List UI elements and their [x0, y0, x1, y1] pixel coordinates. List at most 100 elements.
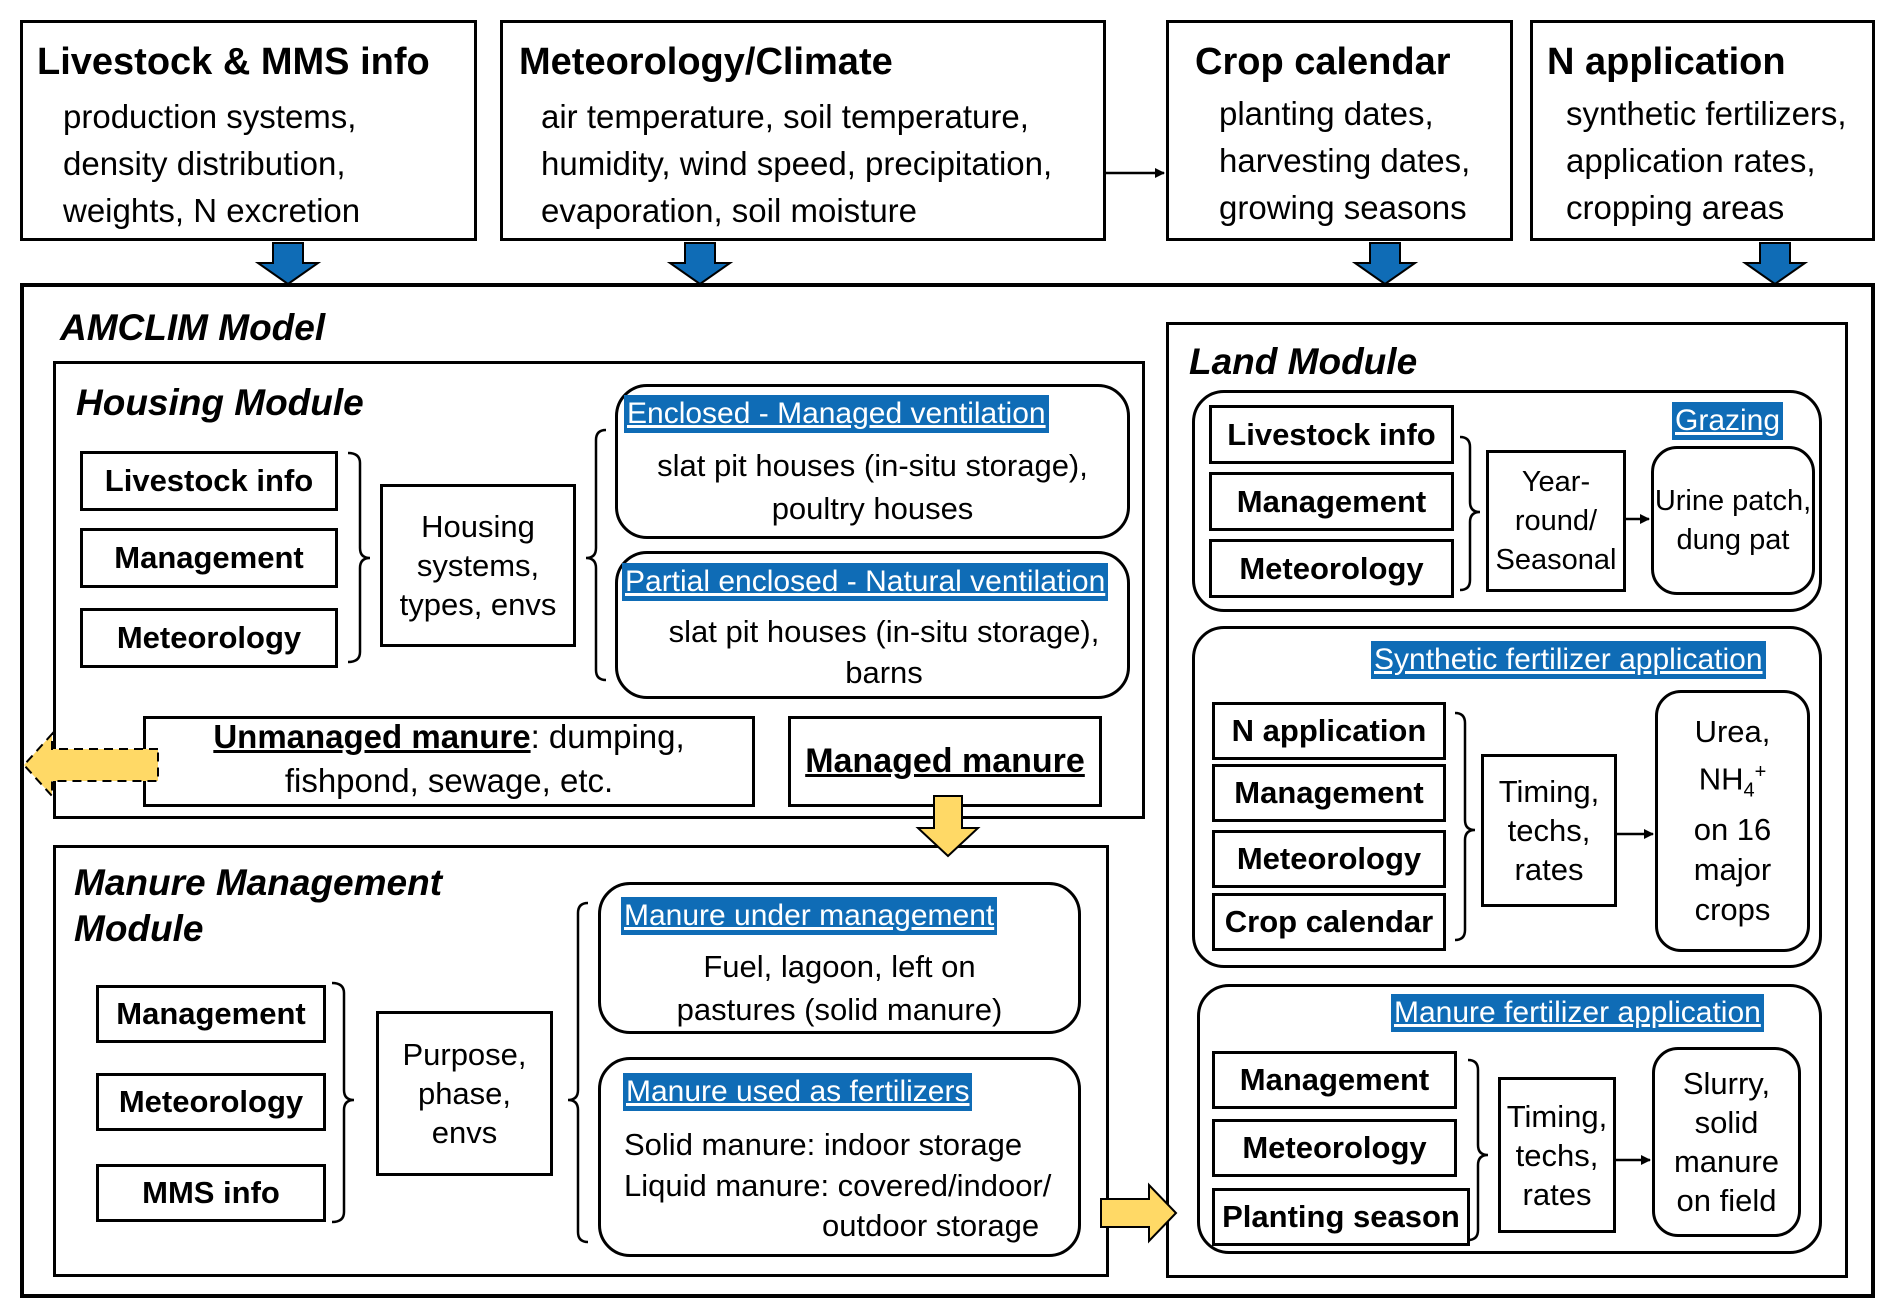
input-line: density distribution, [63, 145, 346, 182]
urea-box: Urea, NH4+ on 16 major crops [1655, 690, 1810, 952]
out-line: Slurry, [1682, 1066, 1771, 1101]
grazing-input-livestock: Livestock info [1209, 405, 1454, 464]
fert-line: outdoor storage [822, 1208, 1040, 1243]
out-line: major [1693, 852, 1772, 888]
mms-input-mms-info: MMS info [96, 1164, 326, 1222]
grazing-label: Grazing [1672, 402, 1784, 440]
manure-fert-label: Manure used as fertilizers [623, 1073, 973, 1111]
unmanaged-line2: fishpond, sewage, etc. [284, 762, 614, 799]
land-title: Land Module [1189, 341, 1418, 382]
under-line: Fuel, lagoon, left on [703, 949, 976, 984]
synthetic-input-management: Management [1212, 764, 1446, 822]
nh4-line: NH4+ [1694, 752, 1772, 811]
enclosed-label: Enclosed - Managed ventilation [624, 395, 1049, 433]
mms-title-1: Manure Management [74, 862, 443, 903]
ctr-line: rates [1514, 852, 1584, 887]
manure-app-input-meteorology: Meteorology [1212, 1119, 1457, 1177]
input-n-application: N application synthetic fertilizers, app… [1530, 20, 1875, 241]
unmanaged-label: Unmanaged manure [213, 718, 531, 755]
synthetic-timing-box: Timing,techs,rates [1481, 754, 1617, 907]
input-crop-calendar: Crop calendar planting dates, harvesting… [1166, 20, 1513, 241]
ctr-line: techs, [1515, 1137, 1599, 1173]
input-title: Meteorology/Climate [519, 41, 893, 83]
urine-patch-box: Urine patch, dung pat [1651, 446, 1815, 595]
mms-input-meteorology: Meteorology [96, 1073, 326, 1131]
partial-line: slat pit houses (in-situ storage), [668, 614, 1100, 649]
input-line: evaporation, soil moisture [541, 192, 918, 229]
blue-arrow-down [666, 242, 734, 286]
input-livestock-mms: Livestock & MMS info production systems,… [20, 20, 477, 241]
slurry-box: Slurry, solid manure on field [1652, 1047, 1801, 1237]
ctr-line: envs [431, 1115, 498, 1150]
grazing-year-round-box: Year-round/Seasonal [1486, 450, 1626, 592]
input-line: air temperature, soil temperature, [541, 98, 1029, 135]
unmanaged-line1: Unmanaged manure: dumping, [143, 718, 755, 756]
manure-app-input-management: Management [1212, 1051, 1457, 1109]
nh-text: NH [1698, 761, 1744, 797]
ctr-line: round/ [1514, 504, 1598, 537]
nh-sup: + [1754, 760, 1767, 783]
under-line: pastures (solid manure) [676, 992, 1003, 1027]
ctr-line: Year- [1521, 465, 1591, 498]
mms-title-2: Module [74, 908, 204, 949]
manure-under-label: Manure under management [621, 897, 998, 935]
ctr-line: techs, [1507, 813, 1591, 848]
enclosed-line: poultry houses [771, 491, 974, 526]
out-line: Urine patch, [1654, 484, 1812, 517]
manure-app-input-planting: Planting season [1212, 1188, 1470, 1246]
input-title: Livestock & MMS info [37, 41, 430, 83]
input-line: harvesting dates, [1219, 142, 1471, 179]
enclosed-line: slat pit houses (in-situ storage), [657, 448, 1088, 483]
bracket [331, 981, 355, 1224]
blue-arrow-down [1351, 242, 1419, 286]
out-line: on 16 [1693, 812, 1772, 848]
bracket [1459, 435, 1481, 592]
fert-line: Solid manure: indoor storage [624, 1127, 1023, 1162]
bracket [347, 451, 371, 664]
synthetic-label: Synthetic fertilizer application [1371, 641, 1766, 679]
ctr-line: Housing [421, 509, 535, 544]
out-line: manure [1673, 1144, 1780, 1179]
ctr-line: Purpose, [402, 1037, 527, 1072]
yellow-arrow-right [1100, 1182, 1178, 1244]
input-line: humidity, wind speed, precipitation, [541, 145, 1053, 182]
mms-purpose-box: Purpose, phase, envs [376, 1011, 553, 1176]
ctr-line: rates [1522, 1176, 1592, 1212]
ctr-line: phase, [417, 1076, 512, 1111]
synthetic-input-n: N application [1212, 702, 1446, 760]
bracket [1467, 1058, 1489, 1242]
input-line: weights, N excretion [63, 192, 361, 229]
managed-label: Managed manure [805, 742, 1085, 780]
model-title: AMCLIM Model [60, 307, 326, 348]
partial-line: barns [845, 655, 923, 690]
input-line: synthetic fertilizers, [1566, 95, 1847, 132]
input-title: N application [1547, 41, 1786, 83]
synthetic-input-crop: Crop calendar [1212, 893, 1446, 951]
out-line: solid [1694, 1105, 1759, 1140]
input-line: cropping areas [1566, 189, 1785, 226]
blue-arrow-down [1741, 242, 1809, 286]
managed-manure-box: Managed manure [788, 716, 1102, 807]
yellow-arrow-left-dashed [22, 731, 159, 799]
grazing-input-management: Management [1209, 472, 1454, 531]
housing-input-management: Management [80, 528, 338, 588]
partial-label: Partial enclosed - Natural ventilation [622, 563, 1109, 601]
out-line: Urea, [1694, 713, 1771, 749]
ctr-line: Timing, [1506, 1098, 1608, 1134]
housing-input-livestock: Livestock info [80, 451, 338, 511]
input-line: application rates, [1566, 142, 1816, 179]
out-line: dung pat [1676, 523, 1790, 556]
input-line: growing seasons [1219, 189, 1467, 226]
grazing-input-meteorology: Meteorology [1209, 539, 1454, 598]
mms-input-management: Management [96, 985, 326, 1043]
manure-app-label: Manure fertilizer application [1391, 994, 1764, 1032]
bracket [567, 901, 589, 1244]
out-line: crops [1694, 892, 1771, 928]
bracket [585, 428, 607, 682]
synthetic-input-meteorology: Meteorology [1212, 830, 1446, 888]
ctr-line: Seasonal [1495, 543, 1617, 576]
input-line: production systems, [63, 98, 357, 135]
bracket [1454, 711, 1476, 942]
input-meteorology: Meteorology/Climate air temperature, soi… [500, 20, 1106, 241]
